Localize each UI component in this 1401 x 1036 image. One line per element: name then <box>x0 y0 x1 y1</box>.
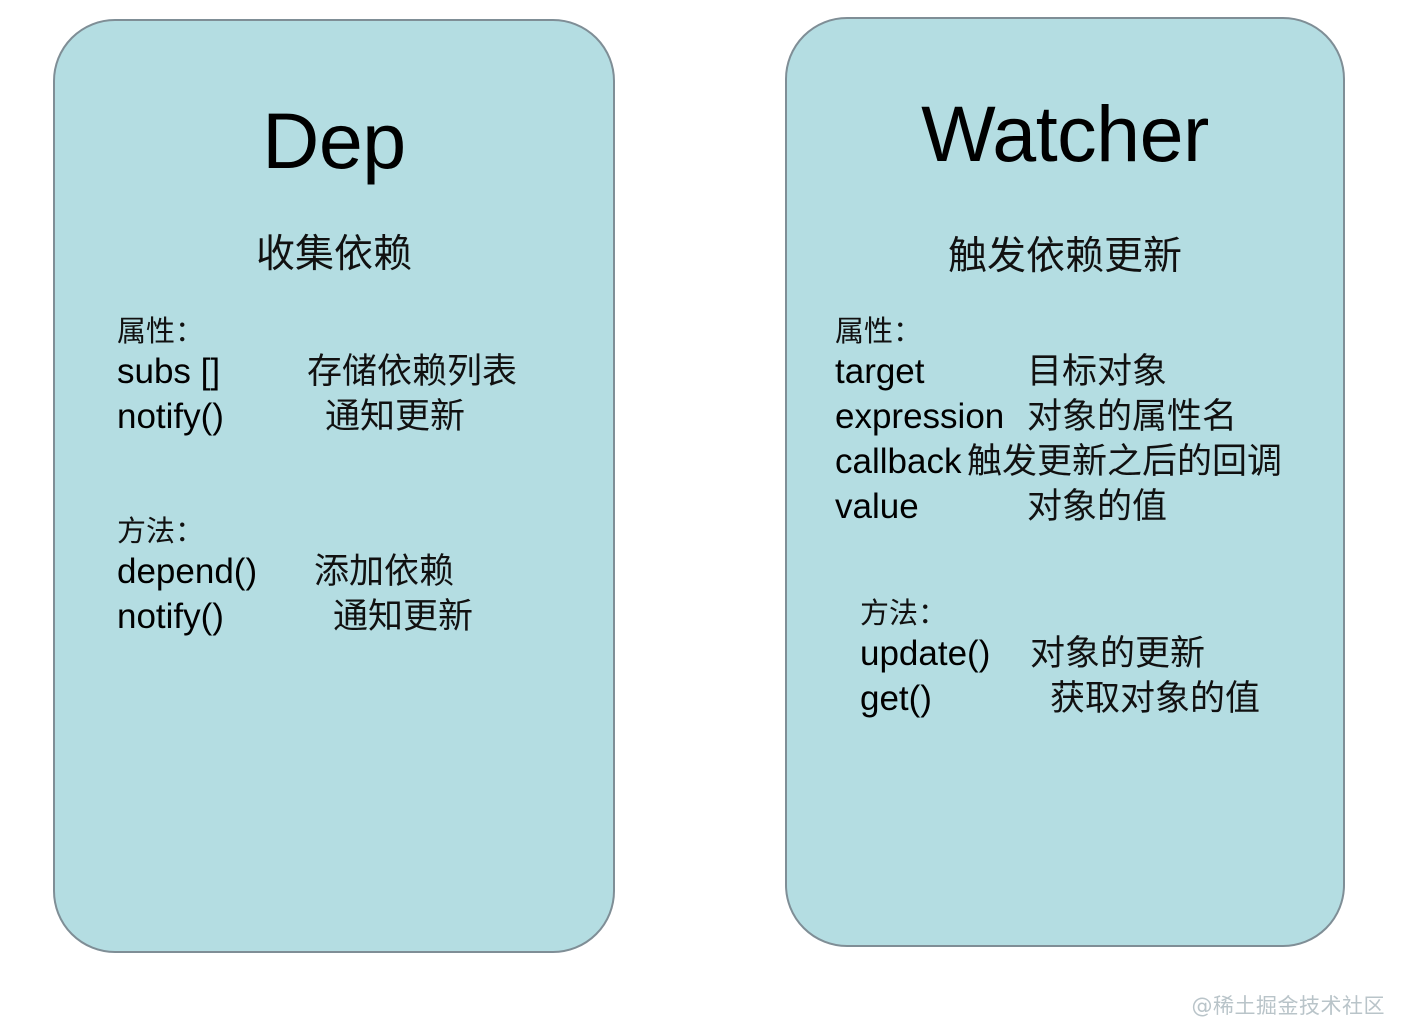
watermark: @稀土掘金技术社区 <box>1191 994 1385 1018</box>
card-dep: Dep 收集依赖 属性： subs [] 存储依赖列表 notify() 通知更… <box>53 19 615 953</box>
list-item: get() 获取对象的值 <box>860 677 1260 722</box>
watcher-property-term: value <box>835 486 919 526</box>
watcher-method-desc: 对象的更新 <box>1030 634 1206 675</box>
card-watcher-subtitle: 触发依赖更新 <box>947 234 1182 279</box>
dep-methods-section: 方法： depend() 添加依赖 notify() 通知更新 <box>117 514 473 640</box>
dep-property-term: subs [] <box>117 352 221 392</box>
card-watcher: Watcher 触发依赖更新 属性： target 目标对象 expressio… <box>785 17 1345 947</box>
card-dep-title: Dep <box>262 96 406 185</box>
watcher-property-term: target <box>835 352 925 392</box>
watcher-properties-label: 属性： <box>835 314 923 348</box>
list-item: value 对象的值 <box>835 485 1282 530</box>
list-item: notify() 通知更新 <box>117 595 473 640</box>
list-item: notify() 通知更新 <box>117 395 517 440</box>
dep-methods-rows: depend() 添加依赖 notify() 通知更新 <box>117 550 473 640</box>
dep-property-desc: 通知更新 <box>325 397 466 438</box>
dep-properties-rows: subs [] 存储依赖列表 notify() 通知更新 <box>117 350 517 440</box>
watcher-properties-rows: target 目标对象 expression 对象的属性名 callback 触… <box>835 350 1282 529</box>
watcher-property-desc: 对象的值 <box>1027 486 1168 527</box>
watcher-methods-label: 方法： <box>860 596 948 630</box>
list-item: update() 对象的更新 <box>860 632 1260 677</box>
dep-methods-label: 方法： <box>117 514 205 548</box>
watcher-method-term: get() <box>860 679 932 719</box>
dep-method-desc: 通知更新 <box>333 597 474 638</box>
watcher-property-term: callback <box>835 441 962 481</box>
watcher-method-desc: 获取对象的值 <box>1050 679 1261 720</box>
list-item: expression 对象的属性名 <box>835 395 1282 440</box>
list-item: depend() 添加依赖 <box>117 550 473 595</box>
list-item: subs [] 存储依赖列表 <box>117 350 517 395</box>
card-dep-subtitle: 收集依赖 <box>255 232 412 277</box>
watcher-methods-section: 方法： update() 对象的更新 get() 获取对象的值 <box>860 596 1260 722</box>
watcher-methods-rows: update() 对象的更新 get() 获取对象的值 <box>860 632 1260 722</box>
card-watcher-title: Watcher <box>921 89 1209 178</box>
watcher-property-desc: 触发更新之后的回调 <box>967 441 1283 482</box>
dep-property-desc: 存储依赖列表 <box>307 352 518 393</box>
watcher-properties-section: 属性： target 目标对象 expression 对象的属性名 callba… <box>835 314 1282 530</box>
dep-property-term: notify() <box>117 397 224 437</box>
list-item: callback 触发更新之后的回调 <box>835 440 1282 485</box>
dep-method-term: depend() <box>117 552 258 592</box>
dep-properties-label: 属性： <box>117 314 205 348</box>
dep-method-desc: 添加依赖 <box>314 552 455 593</box>
watcher-property-term: expression <box>835 397 1005 437</box>
list-item: target 目标对象 <box>835 350 1282 395</box>
watcher-property-desc: 目标对象 <box>1027 352 1168 393</box>
watcher-method-term: update() <box>860 634 991 674</box>
watcher-property-desc: 对象的属性名 <box>1027 397 1238 438</box>
dep-properties-section: 属性： subs [] 存储依赖列表 notify() 通知更新 <box>117 314 517 440</box>
dep-method-term: notify() <box>117 597 224 637</box>
